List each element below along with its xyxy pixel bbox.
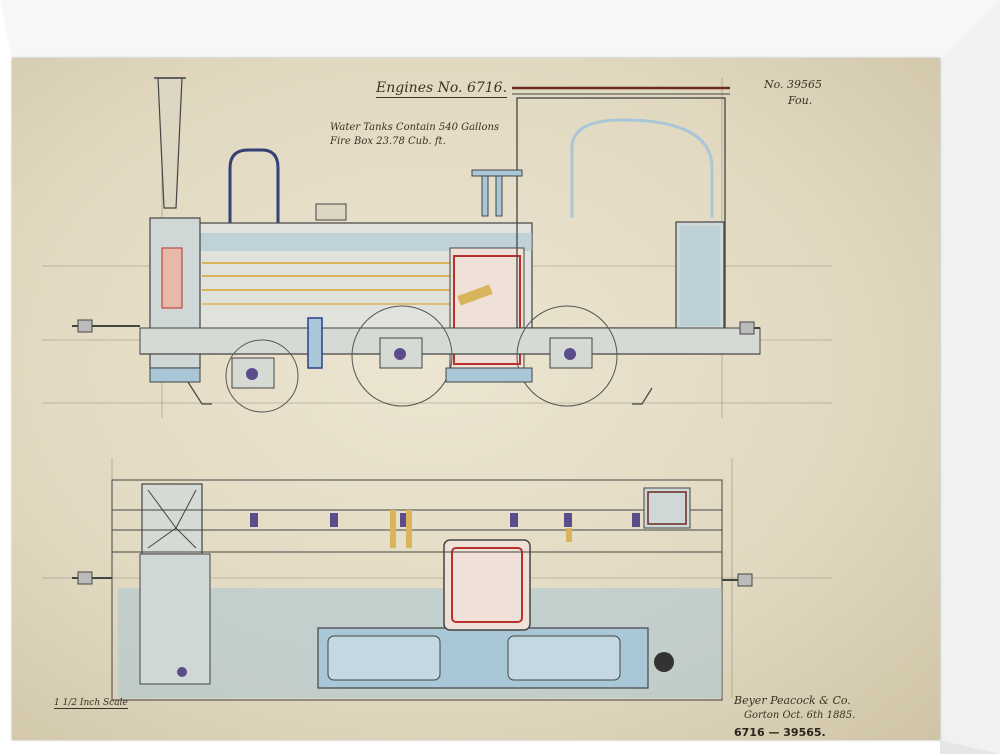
drawing-title: Engines No. 6716. xyxy=(376,80,508,98)
scale-label: 1 1/2 Inch Scale xyxy=(54,698,128,709)
place-date: Gorton Oct. 6th 1885. xyxy=(744,710,856,721)
plan-view xyxy=(72,479,753,701)
drawing-number: 6716 — 39565. xyxy=(734,726,826,739)
locomotive-drawing xyxy=(42,77,832,701)
side-elevation xyxy=(72,77,761,413)
drawing-reference: No. 39565 xyxy=(764,78,823,91)
engineering-drawing-sheet: Engines No. 6716. Water Tanks Contain 54… xyxy=(12,58,940,740)
drawing-sub-reference: Fou. xyxy=(788,94,813,107)
maker-signature: Beyer Peacock & Co. xyxy=(734,694,851,707)
fire-box-volume: Fire Box 23.78 Cub. ft. xyxy=(330,136,446,147)
water-tank-capacity: Water Tanks Contain 540 Gallons xyxy=(330,122,500,133)
